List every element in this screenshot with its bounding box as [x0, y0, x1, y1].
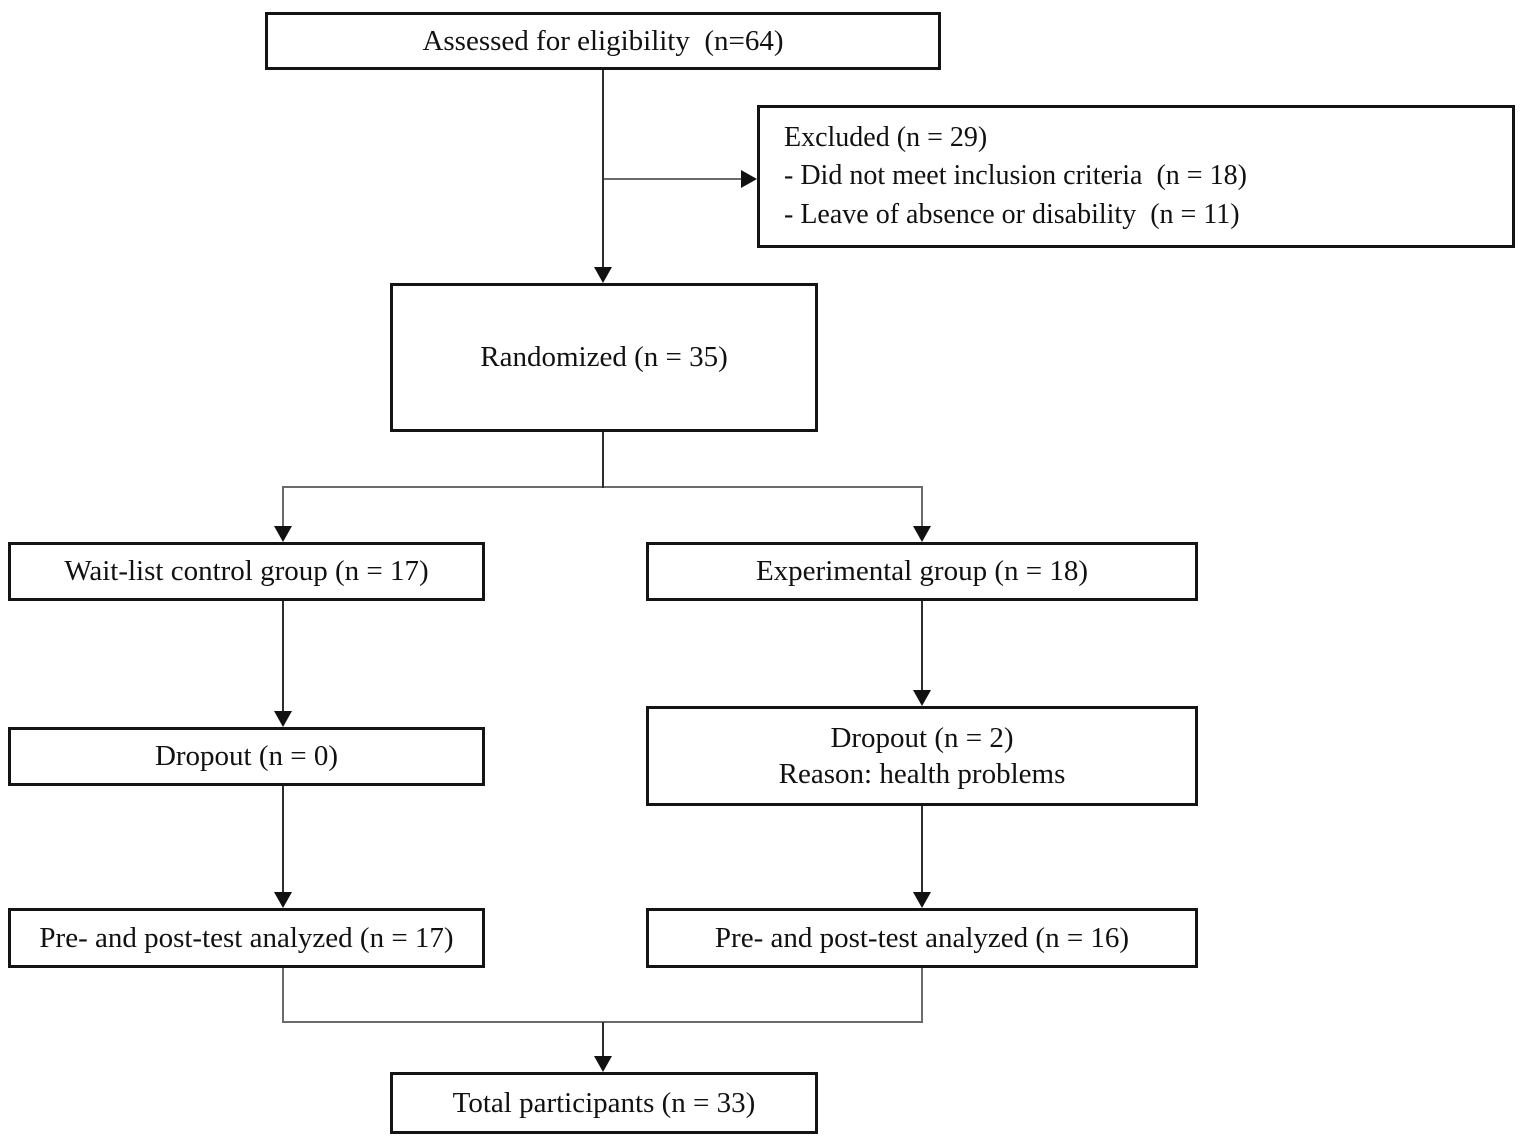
box-excluded-title: Excluded (n = 29) — [784, 121, 988, 153]
box-total-participants: Total participants (n = 33) — [390, 1072, 818, 1134]
box-analyzed-control-label: Pre- and post-test analyzed (n = 17) — [39, 921, 454, 954]
box-analyzed-control: Pre- and post-test analyzed (n = 17) — [8, 908, 485, 968]
arrowhead-into-dropout-experimental — [913, 690, 931, 706]
box-analyzed-experimental: Pre- and post-test analyzed (n = 16) — [646, 908, 1198, 968]
box-dropout-experimental-label: Dropout (n = 2) — [830, 721, 1014, 754]
box-dropout-experimental-reason: Reason: health problems — [778, 758, 1066, 790]
arrowhead-into-analyzed-experimental — [913, 892, 931, 908]
box-dropout-control: Dropout (n = 0) — [8, 727, 485, 786]
box-randomized: Randomized (n = 35) — [390, 283, 818, 432]
box-excluded-reason-1: - Did not meet inclusion criteria (n = 1… — [784, 160, 1247, 192]
box-randomized-label: Randomized (n = 35) — [480, 341, 728, 374]
box-assessed-for-eligibility: Assessed for eligibility (n=64) — [265, 12, 941, 70]
connector-randomized-split — [282, 486, 923, 529]
box-total-label: Total participants (n = 33) — [452, 1086, 756, 1119]
arrowhead-into-total — [594, 1056, 612, 1072]
arrowhead-into-dropout-control — [274, 711, 292, 727]
box-excluded: Excluded (n = 29) - Did not meet inclusi… — [757, 105, 1515, 248]
box-waitlist-control-group: Wait-list control group (n = 17) — [8, 542, 485, 601]
box-dropout-control-label: Dropout (n = 0) — [154, 740, 339, 773]
arrowheads — [274, 170, 931, 1072]
connector-analyzed-merge — [282, 968, 923, 1023]
arrowhead-into-analyzed-control — [274, 892, 292, 908]
arrowhead-into-randomized — [594, 267, 612, 283]
box-waitlist-label: Wait-list control group (n = 17) — [64, 555, 429, 588]
straight-connectors — [282, 70, 923, 1059]
arrowhead-into-experimental — [913, 526, 931, 542]
box-experimental-group: Experimental group (n = 18) — [646, 542, 1198, 601]
box-analyzed-experimental-label: Pre- and post-test analyzed (n = 16) — [714, 921, 1130, 954]
arrowhead-into-excluded — [741, 170, 757, 188]
arrowhead-into-waitlist — [274, 526, 292, 542]
box-excluded-reason-2: - Leave of absence or disability (n = 11… — [784, 198, 1240, 230]
box-assessed-label: Assessed for eligibility (n=64) — [422, 24, 784, 57]
box-dropout-experimental: Dropout (n = 2) Reason: health problems — [646, 706, 1198, 806]
box-experimental-label: Experimental group (n = 18) — [755, 555, 1089, 588]
